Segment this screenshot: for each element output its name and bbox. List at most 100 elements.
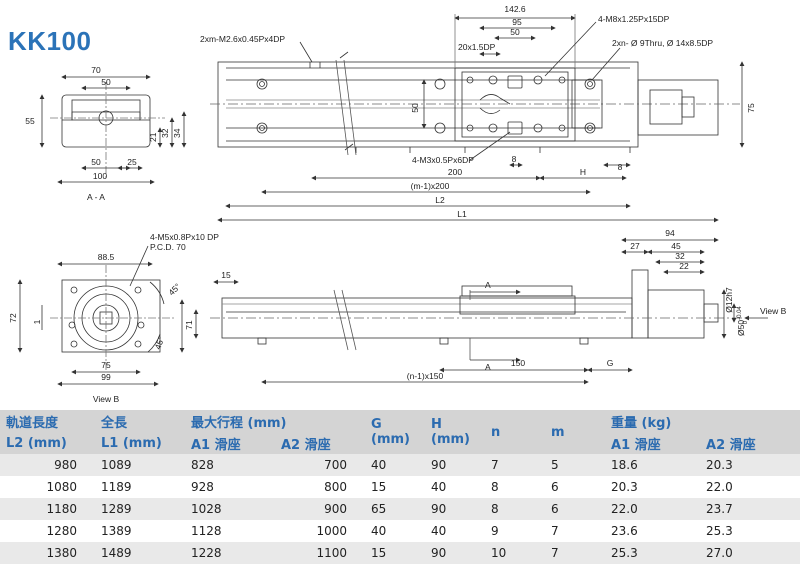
side-dim-50-tol: Ø50-0.040 (736, 306, 749, 336)
cell-m: 7 (545, 542, 606, 564)
dim-8-b: 8 (618, 162, 623, 172)
dim-m1x200: (m-1)x200 (411, 181, 450, 191)
cell-n: 8 (485, 476, 546, 498)
vb-dim-m5: 4-M5x0.8Px10 DP (150, 232, 219, 242)
aa-dim-25: 25 (127, 157, 137, 167)
table-row: 1180 1289 1028 900 65 90 8 6 22.0 23.7 (0, 498, 800, 520)
header-stroke-a1: A1 滑座 (185, 432, 275, 454)
dim-20x1-5dp: 20x1.5DP (458, 42, 496, 52)
vb-dim-75: 75 (101, 360, 111, 370)
cell-l1: 1289 (95, 498, 185, 520)
header-g: G (mm) (365, 410, 426, 454)
dim-95: 95 (512, 17, 522, 27)
header-l2-line2: L2 (mm) (0, 432, 95, 454)
side-dim-22: 22 (679, 261, 689, 271)
cell-a1: 928 (185, 476, 275, 498)
side-dim-45: 45 (671, 241, 681, 251)
cell-h: 40 (425, 520, 486, 542)
section-aa-label: A - A (87, 192, 105, 202)
cell-a1: 1228 (185, 542, 275, 564)
side-dim-50-tol-base: Ø50 (736, 320, 746, 336)
header-l1-line2: L1 (mm) (95, 432, 185, 454)
aa-dim-32: 32 (160, 128, 170, 138)
dim-l1: L1 (457, 209, 467, 219)
spec-table-wrapper: 軌道長度 全長 最大行程 (mm) G (mm) H (mm) n m 重量 (… (0, 410, 800, 586)
side-dim-50-tol-sub: 0 (743, 320, 749, 324)
cell-a2: 700 (275, 454, 366, 476)
section-aa-view (39, 74, 187, 185)
cell-m: 7 (545, 520, 606, 542)
cell-a2: 1100 (275, 542, 366, 564)
aa-dim-34: 34 (172, 128, 182, 138)
cell-w2: 27.0 (700, 542, 800, 564)
spec-table: 軌道長度 全長 最大行程 (mm) G (mm) H (mm) n m 重量 (… (0, 410, 800, 564)
cell-w1: 22.0 (605, 498, 701, 520)
vb-dim-72: 72 (8, 313, 18, 323)
cell-w1: 25.3 (605, 542, 701, 564)
top-view (210, 14, 745, 223)
dim-m2-6: 2xm-M2.6x0.45Px4DP (200, 34, 285, 44)
vb-dim-pcd: P.C.D. 70 (150, 242, 186, 252)
view-b-label: View B (93, 394, 120, 404)
aa-dim-100: 100 (93, 171, 107, 181)
cell-w1: 20.3 (605, 476, 701, 498)
header-weight-a1: A1 滑座 (605, 432, 701, 454)
cell-l1: 1489 (95, 542, 185, 564)
cell-g: 65 (365, 498, 426, 520)
dim-75: 75 (746, 103, 756, 113)
header-n: n (485, 410, 546, 454)
cell-w2: 25.3 (700, 520, 800, 542)
technical-drawing: 142.6 95 50 20x1.5DP 4-M8x1.25Px15DP 2xm… (8, 4, 787, 404)
cell-l1: 1389 (95, 520, 185, 542)
cell-h: 40 (425, 476, 486, 498)
aa-dim-55: 55 (25, 116, 35, 126)
side-dim-n1x150: (n-1)x150 (407, 371, 444, 381)
cell-a2: 900 (275, 498, 366, 520)
table-row: 1380 1489 1228 1100 15 90 10 7 25.3 27.0 (0, 542, 800, 564)
dim-h: H (580, 167, 586, 177)
cell-h: 90 (425, 454, 486, 476)
cell-a1: 1128 (185, 520, 275, 542)
side-dim-12h7: Ø12h7 (724, 287, 734, 313)
vb-angle-45-b: 45° (152, 335, 166, 351)
aa-dim-50: 50 (101, 77, 111, 87)
vb-dim-1: 1 (32, 319, 42, 324)
side-dim-150: 150 (511, 358, 525, 368)
cell-n: 7 (485, 454, 546, 476)
side-view (193, 237, 768, 385)
cell-a1: 1028 (185, 498, 275, 520)
dim-200: 200 (448, 167, 462, 177)
cell-l2: 1380 (0, 542, 95, 564)
dim-50: 50 (510, 27, 520, 37)
aa-dim-70: 70 (91, 65, 101, 75)
side-section-a-bottom: A (485, 362, 491, 372)
cell-a2: 800 (275, 476, 366, 498)
cell-n: 10 (485, 542, 546, 564)
cell-w1: 23.6 (605, 520, 701, 542)
cell-g: 15 (365, 476, 426, 498)
cell-l1: 1089 (95, 454, 185, 476)
cell-n: 9 (485, 520, 546, 542)
cell-l1: 1189 (95, 476, 185, 498)
cell-a2: 1000 (275, 520, 366, 542)
cell-g: 40 (365, 520, 426, 542)
dim-m8: 4-M8x1.25Px15DP (598, 14, 670, 24)
side-view-b-label: View B (760, 306, 787, 316)
dim-8-a: 8 (512, 154, 517, 164)
cell-l2: 1180 (0, 498, 95, 520)
page-title: KK100 (8, 26, 92, 56)
cell-l2: 1080 (0, 476, 95, 498)
vb-angle-45-a: 45° (166, 281, 182, 297)
cell-g: 40 (365, 454, 426, 476)
side-section-a-top: A (485, 280, 491, 290)
header-stroke: 最大行程 (mm) (185, 410, 366, 432)
header-m: m (545, 410, 606, 454)
side-dim-94: 94 (665, 228, 675, 238)
side-dim-g: G (607, 358, 614, 368)
aa-dim-50-b: 50 (91, 157, 101, 167)
cell-h: 90 (425, 542, 486, 564)
side-dim-15: 15 (221, 270, 231, 280)
cell-m: 5 (545, 454, 606, 476)
table-row: 1280 1389 1128 1000 40 40 9 7 23.6 25.3 (0, 520, 800, 542)
dim-m3: 4-M3x0.5Px6DP (412, 155, 474, 165)
